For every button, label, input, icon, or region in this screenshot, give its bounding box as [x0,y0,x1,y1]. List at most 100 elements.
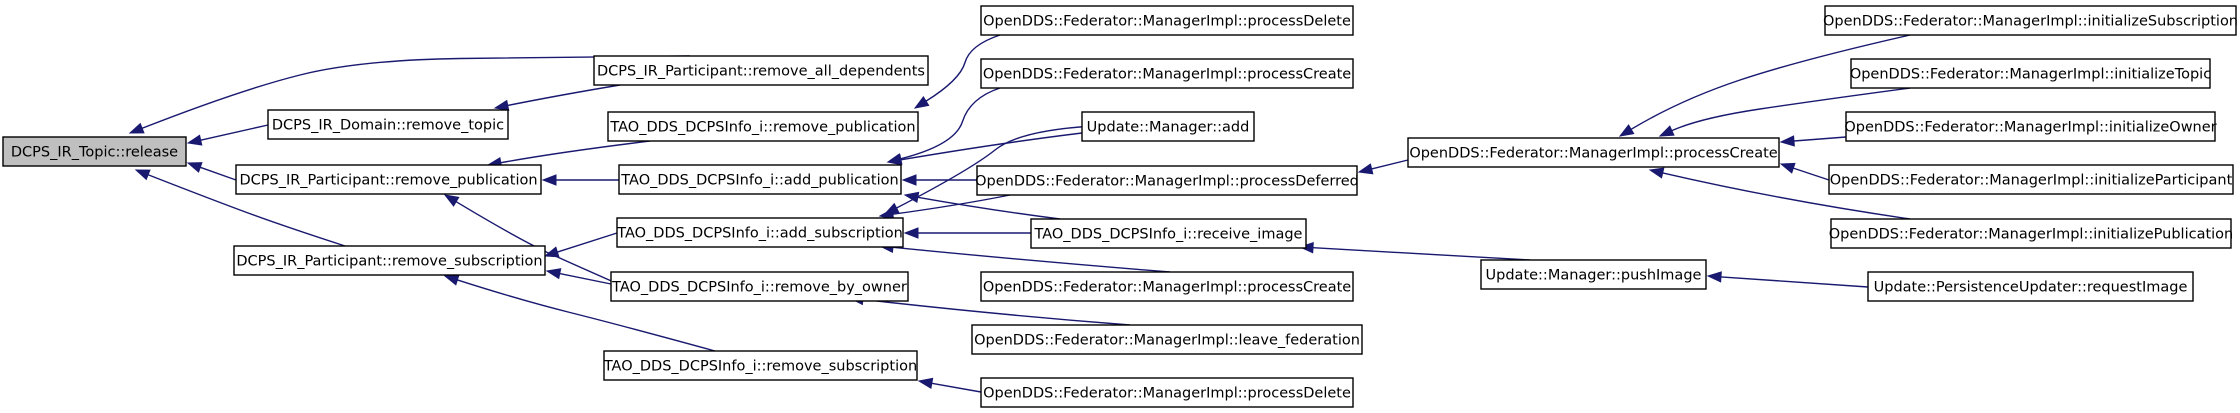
node-label: TAO_DDS_DCPSInfo_i::remove_publication [609,120,915,136]
edge-line [147,174,346,247]
edge-arrowhead [443,274,460,286]
edge-n8-to-n3 [443,194,626,288]
graph-node[interactable]: OpenDDS::Federator::ManagerImpl::initial… [1828,164,2234,195]
edge-n10-to-n5 [913,34,1001,109]
edge-line [457,279,716,352]
node-box [610,271,909,302]
edge-layer [128,34,1911,393]
edge-arrowhead [1648,167,1665,179]
graph-node[interactable]: Update::Manager::pushImage [1480,259,1707,290]
edge-line [862,298,1131,326]
node-box [235,164,542,195]
edge-line [900,87,1001,160]
graph-node[interactable]: DCPS_IR_Participant::remove_subscription [233,245,546,276]
node-box [1030,218,1307,249]
node-box [980,5,1354,36]
edge-line [1662,172,1911,220]
graph-node[interactable]: OpenDDS::Federator::ManagerImpl::process… [980,58,1354,89]
node-box [1867,271,2194,302]
edge-line [892,194,1011,215]
graph-node[interactable]: TAO_DDS_DCPSInfo_i::add_publication [618,164,902,195]
edge-n12-to-n6 [886,132,1083,166]
edge-arrowhead [886,154,903,166]
edge-line [507,84,621,107]
edge-n4-to-n0 [134,169,346,247]
graph-node[interactable]: Update::PersistenceUpdater::requestImage [1867,271,2194,302]
edge-arrowhead [1357,163,1374,175]
node-box [980,377,1354,408]
node-box [971,324,1363,355]
edge-n22-to-n18 [1779,135,1847,147]
edge-line [1671,87,1911,132]
node-box [976,165,1358,196]
root-node[interactable]: DCPS_IR_Topic::release [2,136,187,167]
node-label: DCPS_IR_Topic::release [11,145,178,161]
graph-node[interactable]: OpenDDS::Federator::ManagerImpl::initial… [1850,58,2211,89]
edge-arrowhead [1706,271,1722,283]
graph-node[interactable]: TAO_DDS_DCPSInfo_i::remove_publication [607,111,919,142]
graph-node[interactable]: TAO_DDS_DCPSInfo_i::remove_subscription [603,350,918,381]
node-box [1480,259,1707,290]
node-box [593,55,929,86]
graph-node[interactable]: OpenDDS::Federator::ManagerImpl::process… [1407,137,1780,168]
graph-node[interactable]: DCPS_IR_Participant::remove_publication [235,164,542,195]
edge-line [1793,136,1847,142]
edge-arrowhead [545,268,562,280]
graph-node[interactable]: OpenDDS::Federator::ManagerImpl::initial… [1823,5,2238,36]
graph-node[interactable]: TAO_DDS_DCPSInfo_i::add_subscription [616,217,904,248]
graph-node[interactable]: OpenDDS::Federator::ManagerImpl::process… [980,5,1354,36]
edge-arrowhead [1658,125,1675,137]
node-box [1830,218,2232,249]
edge-n24-to-n18 [1648,167,1911,220]
node-label: OpenDDS::Federator::ManagerImpl::initial… [1850,67,2211,83]
edge-arrowhead [134,169,151,181]
node-label: TAO_DDS_DCPSInfo_i::receive_image [1034,227,1303,243]
node-label: DCPS_IR_Participant::remove_all_dependen… [597,64,925,80]
edge-n7-to-n4 [543,232,618,258]
node-box [618,164,902,195]
node-label: OpenDDS::Federator::ManagerImpl::initial… [1830,173,2233,189]
edge-n5-to-n3 [486,140,651,169]
edge-n2-to-n0 [186,124,269,146]
edge-line [559,272,612,285]
graph-node[interactable]: OpenDDS::Federator::ManagerImpl::initial… [1844,111,2217,142]
graph-node[interactable]: OpenDDS::Federator::ManagerImpl::leave_f… [971,324,1363,355]
node-label: OpenDDS::Federator::ManagerImpl::leave_f… [974,333,1360,349]
edge-arrowhead [901,174,917,186]
edge-n14-to-n6 [903,191,1061,220]
node-box [1850,58,2211,89]
node-box [980,271,1354,302]
node-label: OpenDDS::Federator::ManagerImpl::process… [983,67,1351,83]
edge-line [557,232,618,253]
graph-node[interactable]: DCPS_IR_Domain::remove_topic [267,109,509,140]
graph-node[interactable]: DCPS_IR_Participant::remove_all_dependen… [593,55,929,86]
graph-node[interactable]: TAO_DDS_DCPSInfo_i::remove_by_owner [610,271,909,302]
edge-arrowhead [541,174,557,186]
edge-line [141,55,691,129]
graph-node[interactable]: OpenDDS::Federator::ManagerImpl::process… [975,165,1359,196]
edge-n20-to-n18 [1618,34,1911,137]
edge-n6-to-n3 [541,174,619,186]
edge-arrowhead [186,162,203,173]
edge-line [1720,276,1869,288]
graph-node[interactable]: OpenDDS::Federator::ManagerImpl::initial… [1829,218,2233,249]
edge-n3-to-n0 [186,162,237,181]
edge-arrowhead [903,227,919,239]
edge-line [455,201,626,288]
edge-n21-to-n18 [1658,87,1911,137]
node-box [1407,137,1780,168]
edge-line [896,125,1096,209]
node-box [1824,5,2237,36]
graph-node[interactable]: Update::Manager::add [1081,111,1255,142]
edge-arrowhead [493,99,510,111]
graph-node[interactable]: OpenDDS::Federator::ManagerImpl::process… [980,377,1354,408]
edge-arrowhead [1618,124,1635,137]
edge-n1-to-n0 [128,55,691,134]
node-label: OpenDDS::Federator::ManagerImpl::process… [983,280,1351,296]
graph-node[interactable]: TAO_DDS_DCPSInfo_i::receive_image [1030,218,1307,249]
node-label: TAO_DDS_DCPSInfo_i::remove_subscription [603,359,917,375]
edge-n14-to-n7 [903,227,1031,239]
graph-node[interactable]: OpenDDS::Federator::ManagerImpl::process… [980,271,1354,302]
edge-n13-to-n6 [901,174,977,186]
node-box [603,350,918,381]
